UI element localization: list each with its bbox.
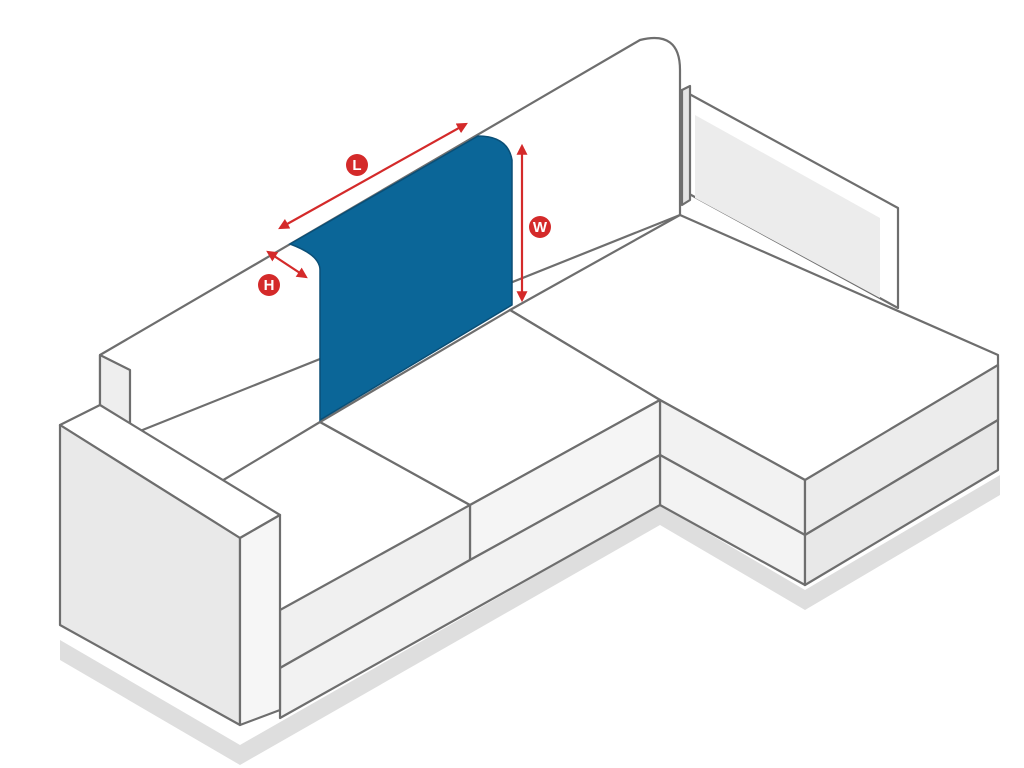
height-dimension: H <box>258 250 308 296</box>
height-badge <box>258 274 280 296</box>
height-label: H <box>264 277 275 294</box>
width-dimension: W <box>516 143 551 303</box>
width-label: W <box>533 219 548 236</box>
width-badge <box>529 216 551 238</box>
left-armrest <box>58 403 282 727</box>
length-dimension: L <box>278 122 468 230</box>
length-label: L <box>352 157 361 174</box>
chaise-lounge <box>508 213 1000 587</box>
right-armrest <box>680 84 900 310</box>
length-badge <box>346 154 368 176</box>
